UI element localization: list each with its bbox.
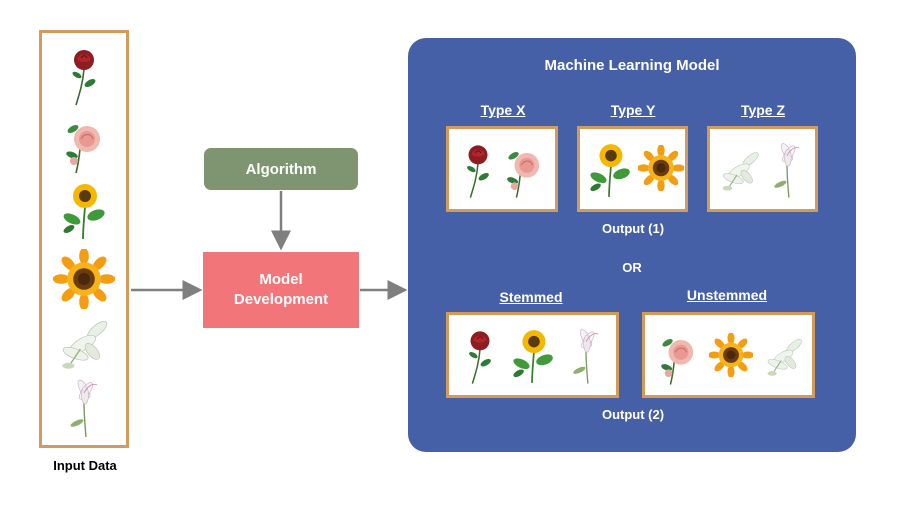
lily-white-icon [716, 145, 764, 195]
rose-pink-icon [505, 141, 543, 201]
type-y-label: Type Y [610, 102, 656, 118]
stemmed-frame [446, 312, 619, 398]
output-1-label: Output (1) [601, 221, 665, 236]
lily-stemmed-icon [567, 327, 605, 387]
sunflower-stemmed-icon [509, 327, 557, 385]
rose-red-icon [459, 141, 497, 201]
sunflower-stemmed-icon [586, 141, 634, 199]
model-development-box: Model Development [203, 252, 359, 328]
input-data-frame [39, 30, 129, 448]
sunflower-head-icon [52, 249, 116, 309]
algorithm-box: Algorithm [204, 148, 358, 190]
sunflower-head-icon [709, 333, 753, 377]
unstemmed-label: Unstemmed [686, 287, 768, 303]
rose-red-icon [52, 47, 116, 107]
rose-red-icon [461, 327, 499, 387]
algorithm-label: Algorithm [245, 160, 317, 178]
or-label: OR [622, 260, 642, 275]
sunflower-head-icon [638, 145, 684, 191]
sunflower-stemmed-icon [52, 181, 116, 241]
type-y-frame [577, 126, 688, 212]
rose-pink-icon [52, 115, 116, 175]
type-z-label: Type Z [740, 102, 786, 118]
lily-white-icon [52, 313, 116, 373]
input-data-label: Input Data [53, 458, 117, 473]
stemmed-label: Stemmed [499, 289, 563, 305]
type-x-frame [446, 126, 558, 212]
type-x-label: Type X [480, 102, 526, 118]
lily-white-icon [761, 333, 807, 379]
unstemmed-frame [642, 312, 815, 398]
lily-stemmed-icon [52, 379, 116, 439]
model-development-label: Model Development [233, 271, 329, 308]
output-2-label: Output (2) [601, 407, 665, 422]
lily-stemmed-icon [768, 141, 806, 201]
ml-model-title: Machine Learning Model [544, 57, 720, 74]
type-z-frame [707, 126, 818, 212]
rose-pink-icon [659, 329, 697, 387]
